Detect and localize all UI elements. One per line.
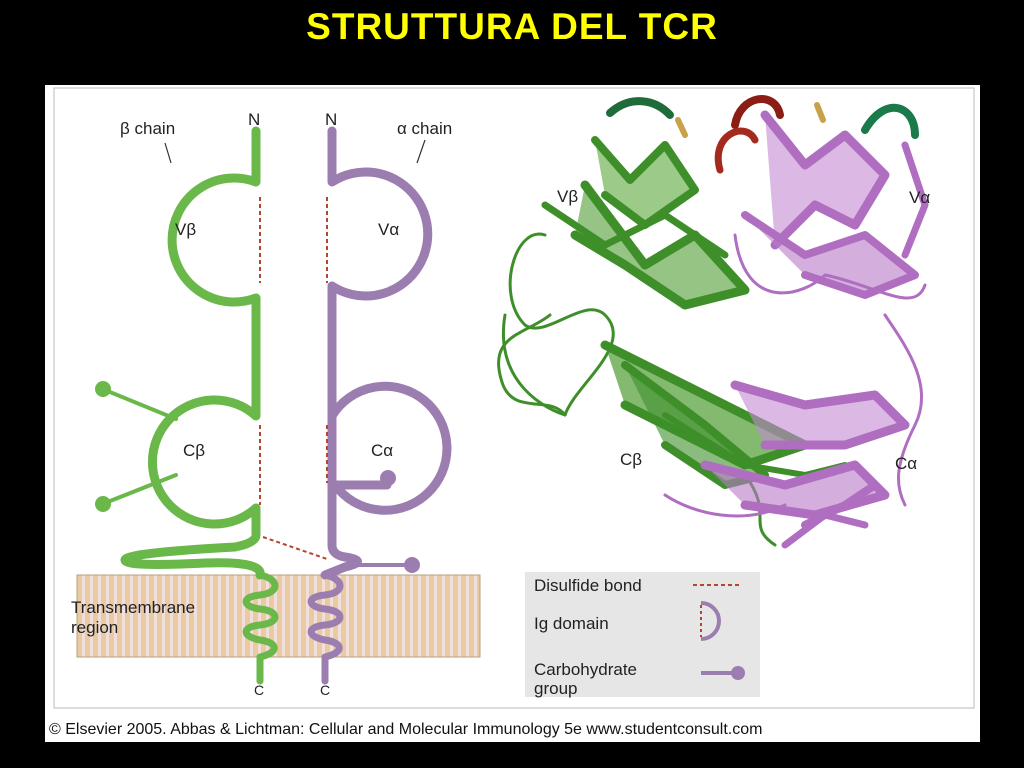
beta-chain xyxy=(103,126,279,685)
c-alpha-label: Cα xyxy=(371,441,393,460)
legend-carbohydrate-symbol xyxy=(731,666,745,680)
alpha-carbohydrate xyxy=(404,557,420,573)
alpha-chain-label: α chain xyxy=(397,119,452,138)
legend-ig-domain-symbol xyxy=(700,601,721,641)
alpha-chain-leader xyxy=(416,139,426,164)
legend-carbohydrate-line1: Carbohydrate xyxy=(534,660,637,679)
legend-box xyxy=(525,572,760,697)
slide-title: STRUTTURA DEL TCR xyxy=(306,6,718,47)
beta-chain-leader xyxy=(164,142,172,164)
tm-label-line1: Transmembrane xyxy=(71,598,195,617)
beta-c-terminus: C xyxy=(254,682,264,698)
membrane: Transmembrane region xyxy=(71,574,481,658)
figure-panel: Transmembrane region β chain α chain N N… xyxy=(45,85,980,742)
alpha-c-terminus: C xyxy=(320,682,330,698)
beta-carbohydrate-2 xyxy=(95,496,111,512)
alpha-chain xyxy=(307,126,452,685)
ribbon-c-beta-label: Cβ xyxy=(620,450,642,469)
legend: Disulfide bond Ig domain Carbohydrate gr… xyxy=(525,572,760,698)
c-beta-label: Cβ xyxy=(183,441,205,460)
legend-disulfide-label: Disulfide bond xyxy=(534,576,642,595)
alpha-c-carbohydrate xyxy=(380,470,396,486)
tm-label-line2: region xyxy=(71,618,118,637)
figure-frame xyxy=(53,87,975,709)
legend-ig-domain-label: Ig domain xyxy=(534,614,609,633)
v-alpha-label: Vα xyxy=(378,220,399,239)
ribbon-v-beta-label: Vβ xyxy=(557,187,578,206)
legend-carbohydrate-line2: group xyxy=(534,679,577,698)
ribbon-v-alpha-label: Vα xyxy=(909,188,930,207)
alpha-n-terminus: N xyxy=(325,110,337,129)
disulfide-bonds xyxy=(259,197,328,560)
v-beta-label: Vβ xyxy=(175,220,196,239)
credit-line: © Elsevier 2005. Abbas & Lichtman: Cellu… xyxy=(49,721,763,738)
beta-carbohydrate-1 xyxy=(95,381,111,397)
beta-n-terminus: N xyxy=(248,110,260,129)
ribbon-c-alpha-label: Cα xyxy=(895,454,917,473)
beta-chain-label: β chain xyxy=(120,119,175,138)
ribbon-structure xyxy=(497,95,929,549)
